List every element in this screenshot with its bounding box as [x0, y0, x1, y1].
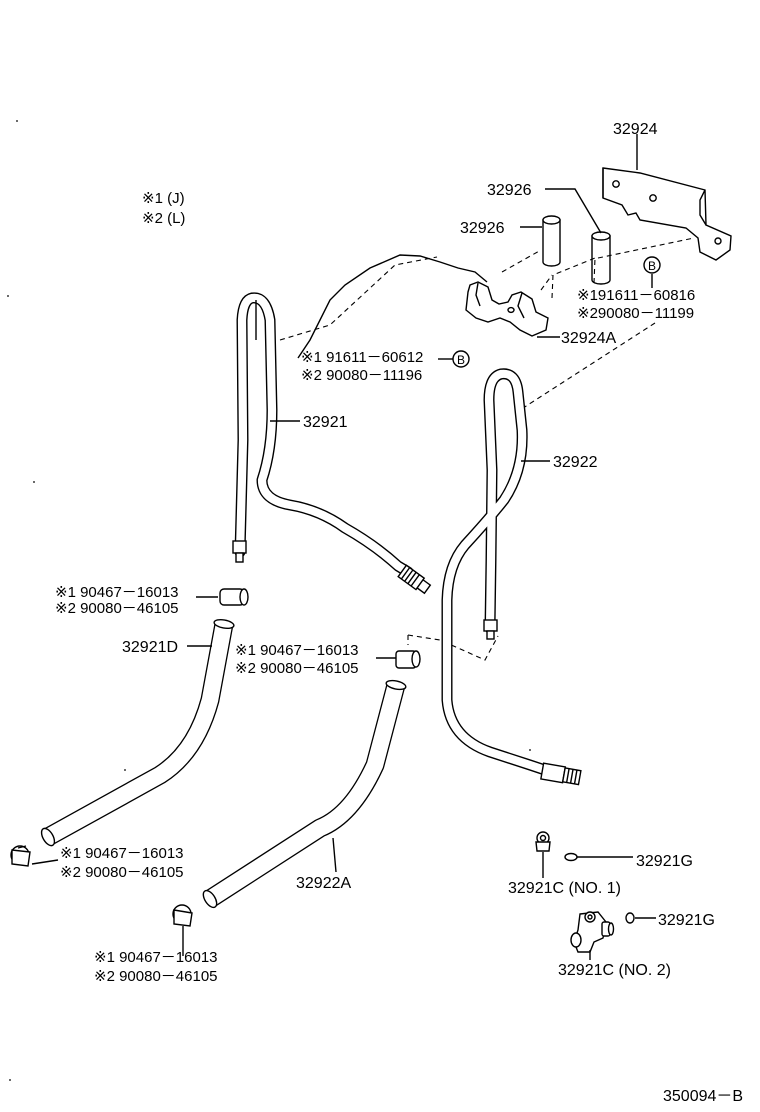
leader-32922A [332, 837, 337, 873]
label-32921D: 32921D [122, 639, 178, 656]
svg-text:B: B [457, 353, 465, 367]
leader-clip-c [31, 859, 59, 865]
label-32922A: 32922A [296, 875, 351, 892]
note-clip-b-2: ※2 90080－46105 [235, 660, 359, 677]
svg-text:B: B [648, 259, 656, 273]
note-clamp-bolt-2: ※2 90080－11196 [301, 367, 422, 384]
scan-specks [7, 120, 531, 1081]
ref-b-circle-right: B [643, 256, 661, 274]
union-32921C-no1 [535, 831, 551, 852]
label-32921C-no1: 32921C (NO. 1) [508, 880, 621, 897]
label-32924: 32924 [613, 121, 658, 138]
hose-clip-b [395, 650, 421, 669]
collar-32926-right [591, 231, 611, 285]
clamp-wire [297, 254, 488, 359]
hose-32922A [202, 679, 407, 909]
clamp-32924A [465, 281, 549, 337]
label-32922: 32922 [553, 454, 598, 471]
tube-32921 [232, 292, 432, 595]
figure-id: 350094－B [663, 1088, 743, 1105]
note-clip-d-1: ※1 90467－16013 [94, 949, 218, 966]
note-bracket-bolt-2: ※290080－11199 [577, 305, 694, 322]
gasket-32921G-bottom [625, 912, 635, 924]
note-clip-d-2: ※2 90080－46105 [94, 968, 218, 985]
note-clip-a-1: ※1 90467－16013 [55, 584, 179, 601]
gasket-32921G-top [564, 852, 578, 862]
hose-32921D [40, 618, 235, 847]
label-32924A: 32924A [561, 330, 616, 347]
note-clip-a-2: ※2 90080－46105 [55, 600, 179, 617]
assembly-lines [279, 237, 695, 661]
note-clip-c-2: ※2 90080－46105 [60, 864, 184, 881]
hose-clip-d [172, 904, 193, 927]
legend-line-1: ※1 (J) [142, 190, 185, 207]
bracket-32924 [602, 167, 732, 261]
label-32921: 32921 [303, 414, 348, 431]
legend-line-2: ※2 (L) [142, 210, 185, 227]
hose-clip-a [219, 588, 249, 606]
label-32926-left: 32926 [460, 220, 505, 237]
ref-b-circle-left: B [452, 350, 470, 368]
label-32926-top: 32926 [487, 182, 532, 199]
hose-clip-c [10, 845, 31, 867]
tube-32922 [441, 368, 582, 786]
note-clamp-bolt-1: ※1 91611－60612 [301, 349, 423, 366]
note-clip-b-1: ※1 90467－16013 [235, 642, 359, 659]
leader-32926-top [545, 188, 602, 234]
label-32921C-no2: 32921C (NO. 2) [558, 962, 671, 979]
label-32921G-bottom: 32921G [658, 912, 715, 929]
union-32921C-no2 [570, 911, 615, 953]
label-32921G-top: 32921G [636, 853, 693, 870]
note-bracket-bolt-1: ※191611－60816 [577, 287, 695, 304]
collar-32926-left [542, 215, 561, 267]
note-clip-c-1: ※1 90467－16013 [60, 845, 184, 862]
